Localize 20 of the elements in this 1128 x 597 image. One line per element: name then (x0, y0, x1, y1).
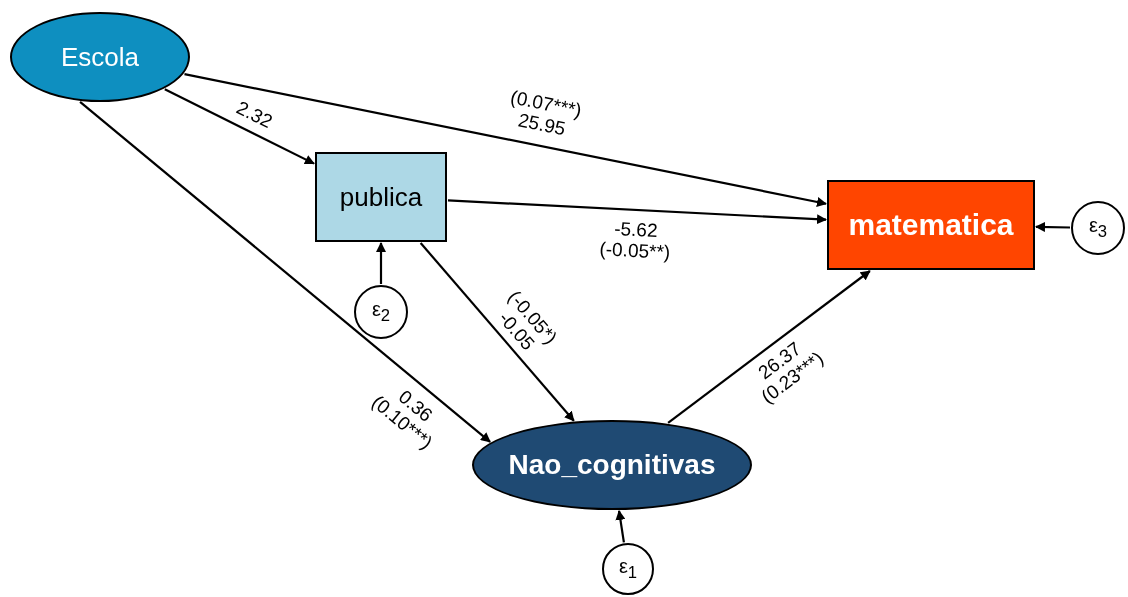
error-term-circle (602, 543, 654, 595)
arrow (376, 242, 386, 284)
arrow (447, 199, 827, 225)
arrow (419, 242, 575, 422)
arrow (1035, 222, 1070, 233)
rectangle-node (315, 152, 447, 242)
node-label: matematica (848, 208, 1014, 242)
node-label: ε$_{3}$ (1088, 214, 1108, 242)
rectangle-node (827, 180, 1035, 270)
node-label: Nao_cognitivas (508, 449, 716, 481)
arrow (184, 73, 827, 207)
node-label: Escola (60, 41, 139, 73)
node-label: publica (339, 181, 423, 213)
arrow (164, 88, 315, 165)
node-label: ε$_{2}$ (371, 298, 391, 326)
arrow (615, 509, 626, 543)
error-term-circle (1071, 201, 1125, 255)
arrow (79, 101, 491, 443)
node-label: ε$_{1}$ (618, 555, 638, 583)
error-term-circle (354, 285, 408, 339)
